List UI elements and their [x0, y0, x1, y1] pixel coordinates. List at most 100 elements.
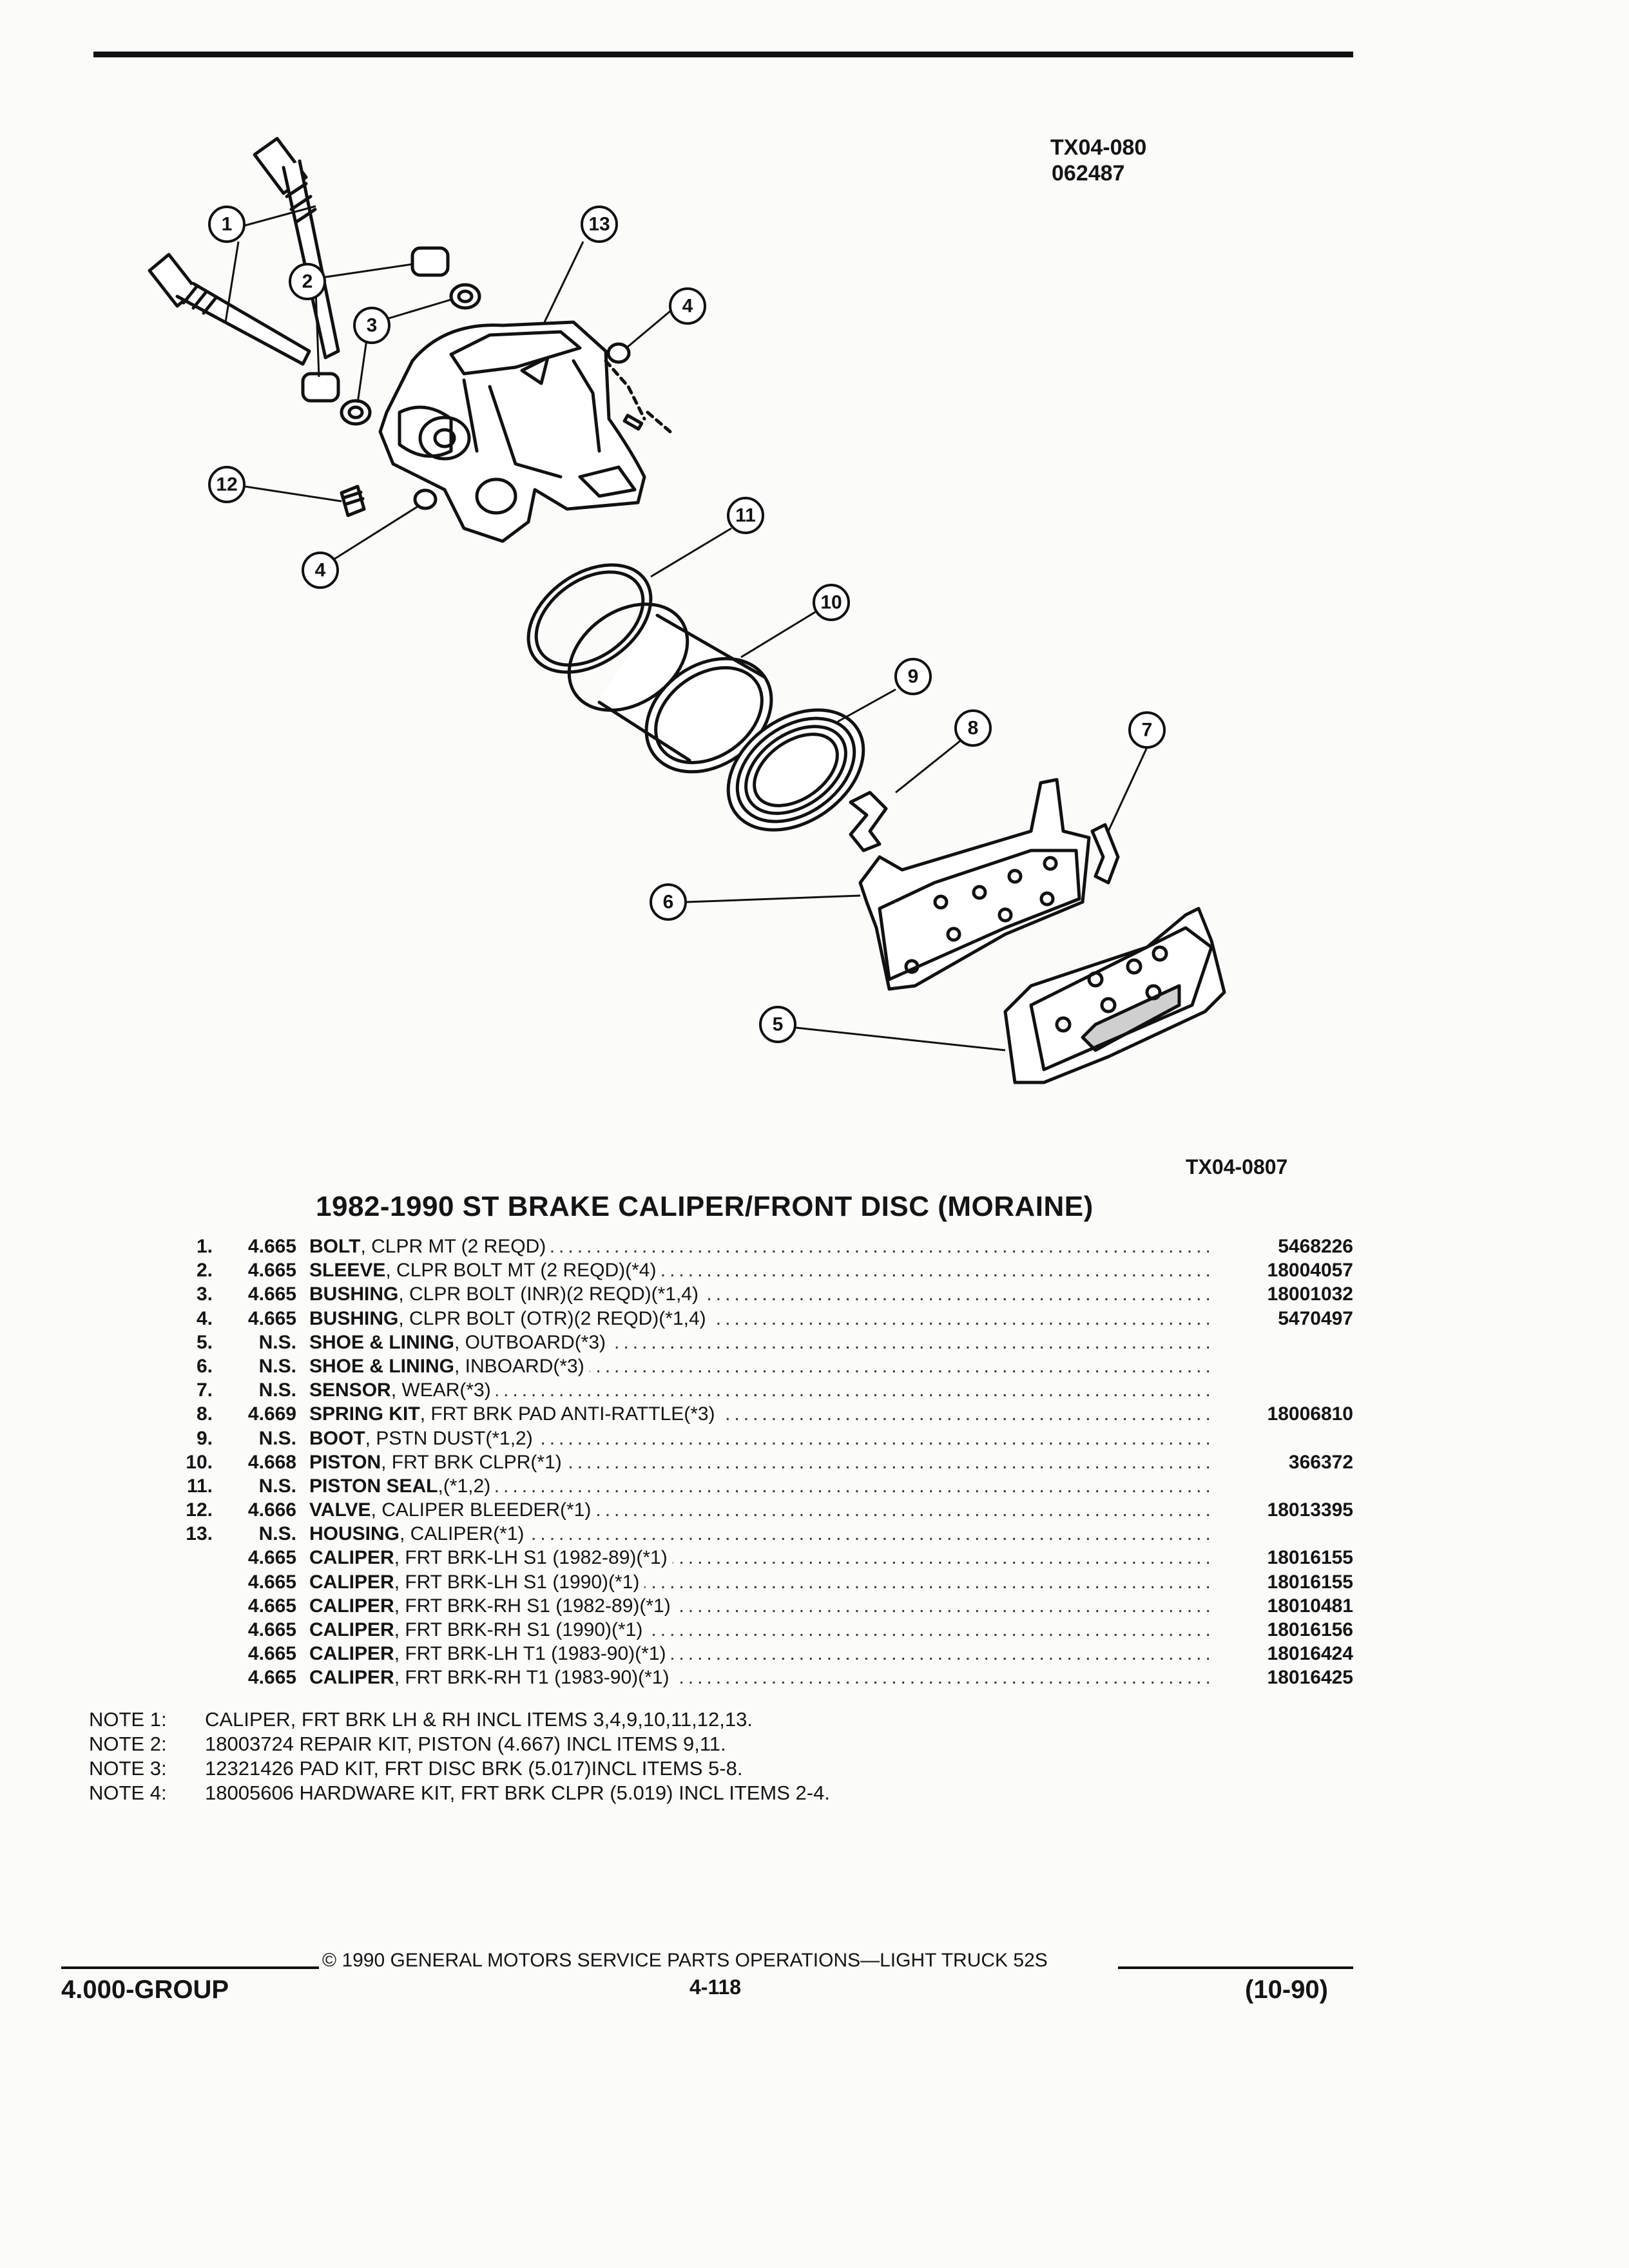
bushing-outer-upper — [606, 342, 631, 364]
figure-code: TX04-080 — [1050, 135, 1147, 160]
group-code: 4.665 — [247, 1571, 296, 1593]
description-leader: ........................................… — [309, 1666, 1211, 1689]
item-number: 11. — [186, 1475, 213, 1497]
part-description: CALIPER, FRT BRK-LH S1 (1982-89)(*1) — [309, 1547, 673, 1569]
callout-7 — [1128, 711, 1166, 749]
part-name: CALIPER — [309, 1619, 394, 1640]
parts-row: 2.4.665.................................… — [142, 1258, 1353, 1282]
part-description: SLEEVE, CLPR BOLT MT (2 REQD)(*4) — [309, 1260, 662, 1282]
note-label: NOTE 3: — [89, 1757, 167, 1780]
bleeder-valve — [340, 485, 366, 517]
part-number: 18001032 — [1267, 1283, 1353, 1305]
parts-row: 4.4.665.................................… — [142, 1307, 1353, 1331]
bolt-upper — [253, 137, 340, 360]
group-code: 4.665 — [247, 1667, 296, 1689]
part-name: PISTON — [309, 1451, 381, 1473]
part-name: SHOE & LINING — [309, 1331, 455, 1353]
part-name: VALVE — [309, 1499, 371, 1521]
description-leader: ........................................… — [309, 1498, 1211, 1522]
part-description: SHOE & LINING, INBOARD(*3) — [309, 1355, 590, 1377]
sleeve-upper — [410, 246, 450, 277]
item-number: 1. — [196, 1236, 213, 1257]
part-detail: , CALIPER BLEEDER(*1) — [371, 1499, 592, 1521]
part-detail: , FRT BRK CLPR(*1) — [381, 1451, 562, 1473]
note-label: NOTE 4: — [89, 1782, 167, 1804]
description-leader: ........................................… — [309, 1618, 1211, 1642]
group-code: 4.665 — [247, 1236, 296, 1257]
bushing-inner-upper — [449, 283, 481, 310]
part-number: 18013395 — [1267, 1499, 1353, 1521]
callout-4-lower — [302, 552, 339, 589]
part-description: BOLT, CLPR MT (2 REQD) — [309, 1236, 552, 1257]
part-name: CALIPER — [309, 1667, 394, 1689]
callout-label: 9 — [908, 666, 919, 687]
footer-rule-left — [61, 1966, 319, 1969]
part-detail: , FRT BRK-LH S1 (1982-89)(*1) — [394, 1547, 668, 1569]
part-name: BOOT — [309, 1427, 365, 1449]
parts-row: 10.4.668................................… — [142, 1450, 1353, 1474]
note-text: 18003724 REPAIR KIT, PISTON (4.667) INCL… — [205, 1733, 726, 1755]
group-code: 4.665 — [247, 1619, 296, 1640]
callout-1 — [208, 206, 246, 243]
part-number: 18004057 — [1267, 1260, 1353, 1282]
note-row: NOTE 3: 12321426 PAD KIT, FRT DISC BRK (5… — [89, 1756, 830, 1781]
parts-row: 4.665...................................… — [142, 1642, 1353, 1666]
shoe-lining-inboard — [858, 778, 1091, 991]
callout-label: 1 — [222, 214, 233, 235]
callout-11 — [727, 497, 764, 534]
parts-row: 4.665...................................… — [142, 1546, 1353, 1570]
parts-row: 4.665...................................… — [142, 1570, 1353, 1594]
callout-13 — [581, 206, 618, 243]
note-text: 12321426 PAD KIT, FRT DISC BRK (5.017)IN… — [205, 1757, 743, 1780]
callout-label: 11 — [735, 505, 756, 526]
note-text: 18005606 HARDWARE KIT, FRT BRK CLPR (5.0… — [205, 1782, 830, 1804]
part-detail: , FRT BRK PAD ANTI-RATTLE(*3) — [419, 1403, 715, 1425]
part-number: 18006810 — [1267, 1403, 1353, 1425]
part-name: PISTON SEAL — [309, 1475, 438, 1497]
item-number: 2. — [196, 1260, 213, 1282]
part-name: BOLT — [309, 1236, 361, 1257]
part-name: SPRING KIT — [309, 1403, 420, 1425]
part-description: SPRING KIT, FRT BRK PAD ANTI-RATTLE(*3) — [309, 1403, 720, 1425]
part-detail: , FRT BRK-RH S1 (1990)(*1) — [394, 1619, 643, 1640]
description-leader: ........................................… — [309, 1594, 1211, 1618]
part-description: CALIPER, FRT BRK-RH S1 (1990)(*1) — [309, 1619, 648, 1640]
description-leader: ........................................… — [309, 1427, 1211, 1450]
parts-row: 6.N.S...................................… — [142, 1354, 1353, 1378]
part-detail: , FRT BRK-LH S1 (1990)(*1) — [394, 1571, 640, 1593]
piston-boot — [726, 708, 865, 832]
group-code: 4.665 — [247, 1595, 296, 1617]
top-rule — [93, 52, 1353, 57]
anti-rattle-spring — [849, 791, 888, 852]
item-number: 6. — [196, 1355, 213, 1377]
group-code: N.S. — [258, 1475, 296, 1497]
item-number: 7. — [196, 1379, 213, 1401]
callout-label: 8 — [968, 718, 979, 739]
part-description: BOOT, PSTN DUST(*1,2) — [309, 1427, 538, 1449]
callout-6 — [650, 883, 687, 921]
group-code: 4.666 — [247, 1499, 296, 1521]
parts-list: 1. 4.665.................................… — [142, 1235, 1353, 1690]
figure-date-code: 062487 — [1052, 161, 1125, 186]
parts-row: 4.665...................................… — [142, 1666, 1353, 1689]
part-detail: , CLPR BOLT (INR)(2 REQD)(*1,4) — [398, 1283, 699, 1305]
description-leader: ........................................… — [309, 1354, 1211, 1378]
wear-sensor — [1090, 823, 1120, 885]
piston — [567, 602, 773, 774]
parts-row: 13.N.S..................................… — [142, 1522, 1353, 1546]
description-leader: ........................................… — [309, 1450, 1211, 1474]
part-name: HOUSING — [309, 1523, 400, 1545]
part-detail: , CLPR BOLT (OTR)(2 REQD)(*1,4) — [398, 1307, 706, 1329]
description-leader: ........................................… — [309, 1258, 1211, 1282]
bolt-lower — [148, 253, 311, 366]
group-code: 4.665 — [247, 1547, 296, 1569]
callout-2 — [289, 263, 326, 300]
piston-seal — [526, 563, 653, 674]
shoe-lining-outboard — [1003, 907, 1226, 1084]
group-code: N.S. — [258, 1523, 296, 1545]
notes-section: NOTE 1:CALIPER, FRT BRK LH & RH INCL ITE… — [89, 1707, 830, 1805]
bushing-outer-lower — [413, 488, 438, 510]
callout-label: 12 — [216, 474, 237, 495]
parts-row: 3.4.665.................................… — [142, 1282, 1353, 1306]
note-row: NOTE 1:CALIPER, FRT BRK LH & RH INCL ITE… — [89, 1707, 830, 1732]
